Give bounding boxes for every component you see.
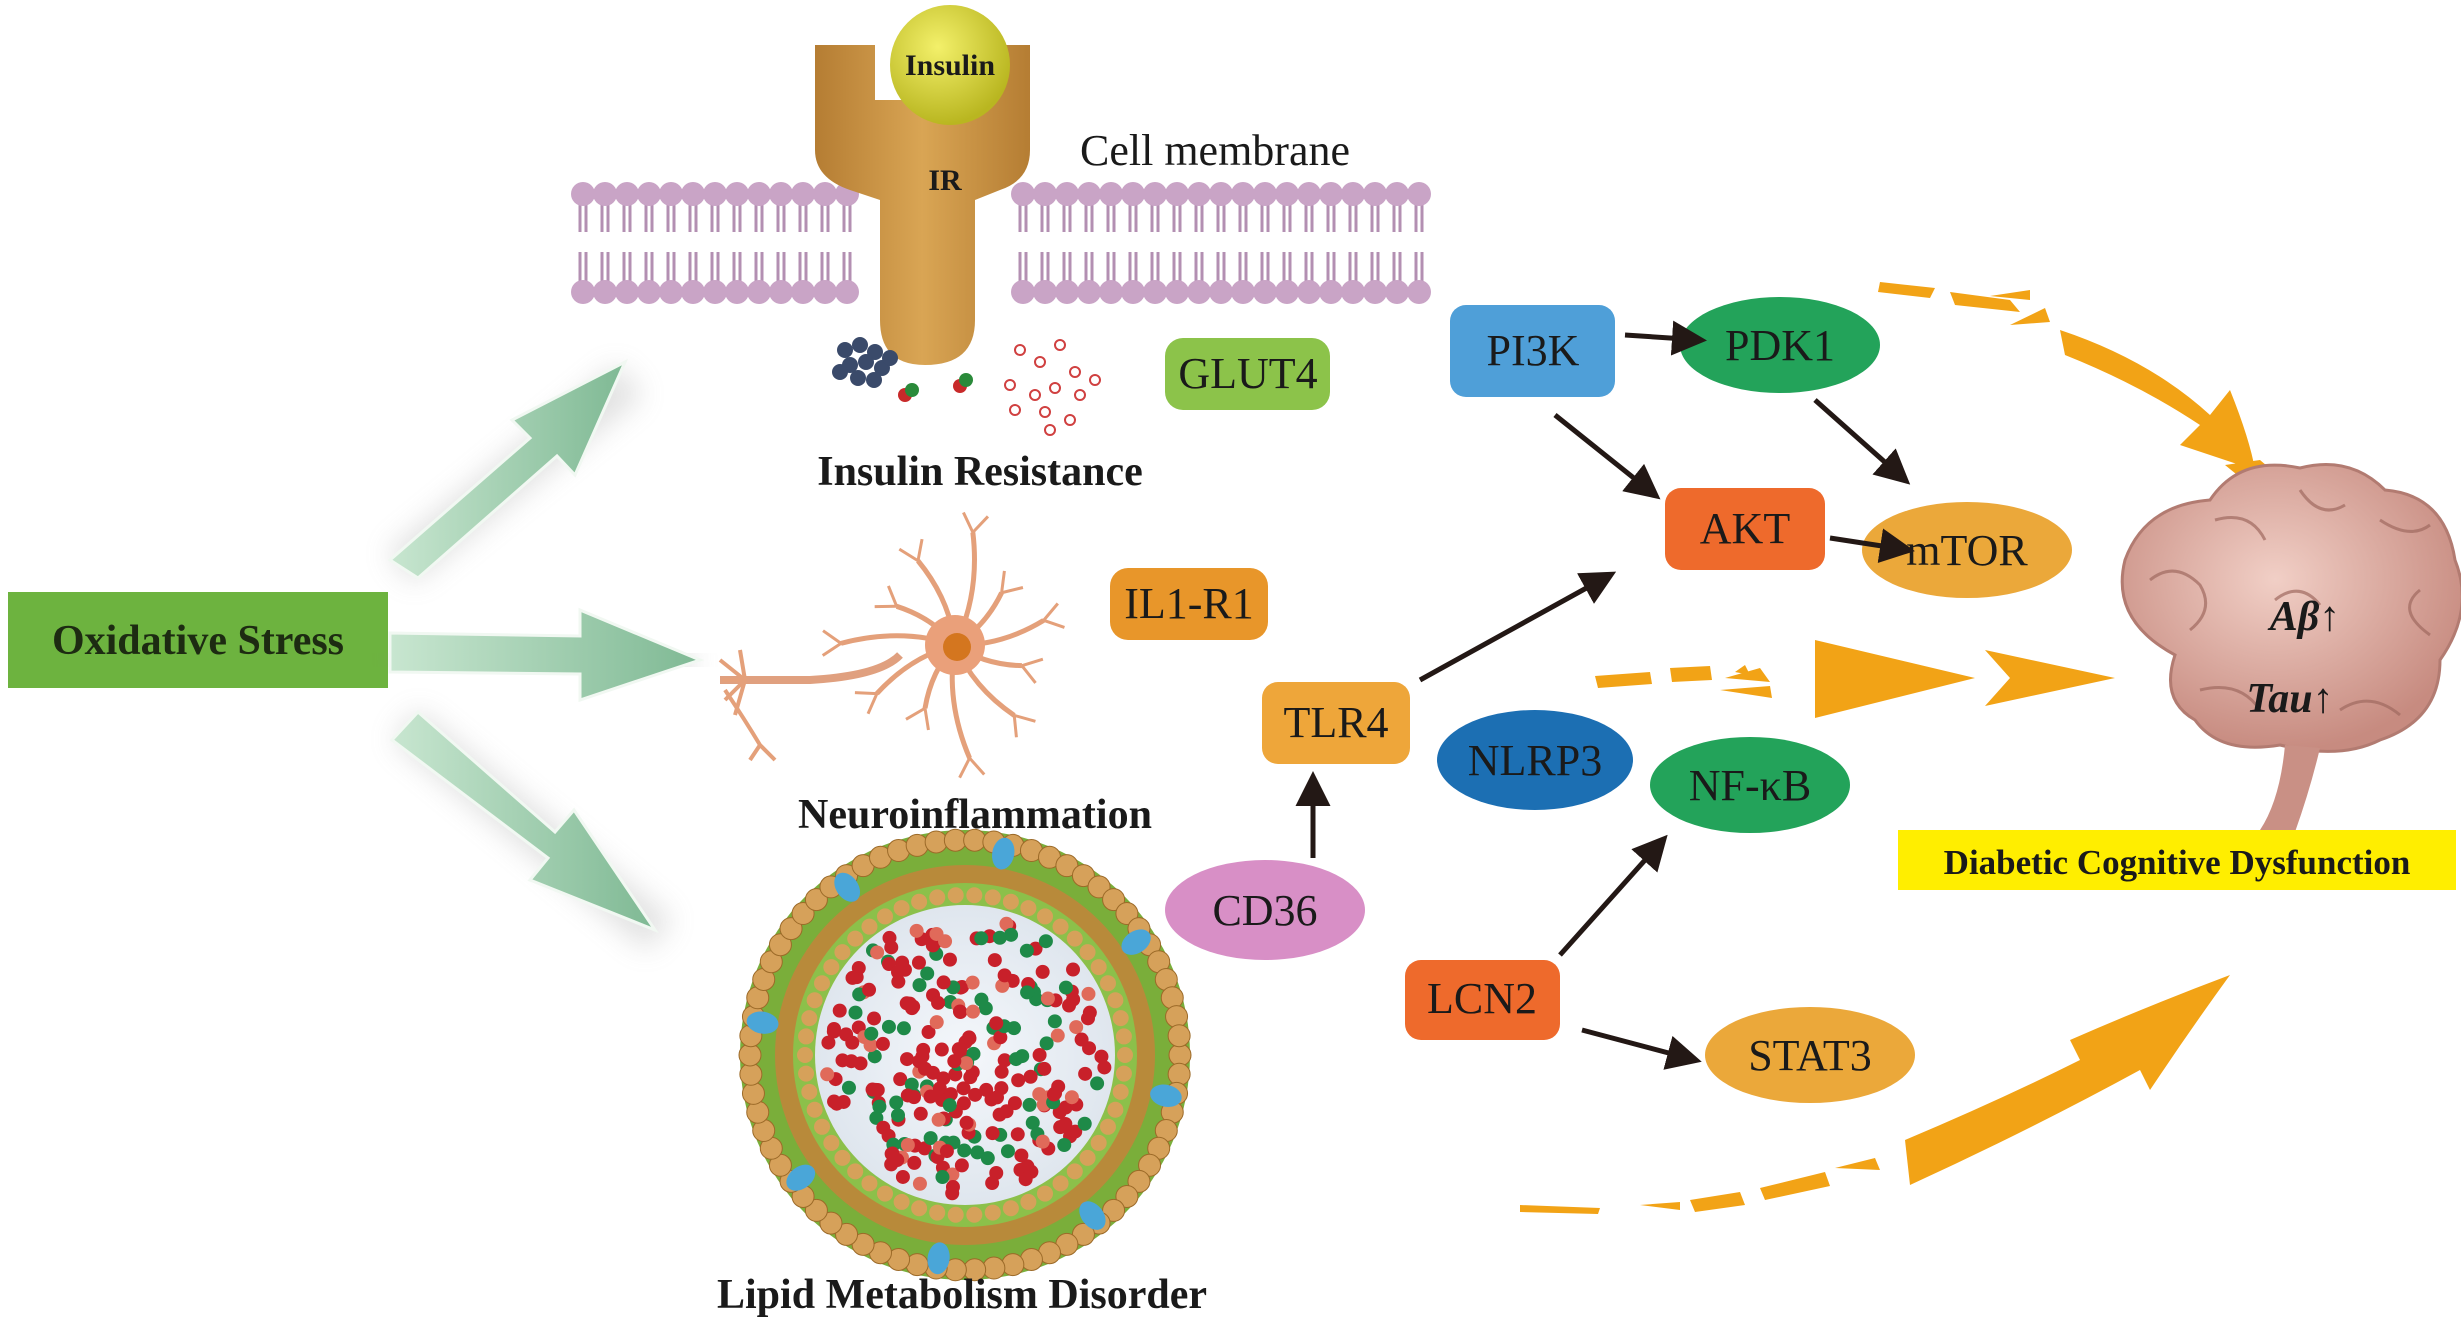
cell-membrane xyxy=(571,182,1431,304)
arrow-akt-mtor xyxy=(1829,528,1915,564)
nlrp3-node: NLRP3 xyxy=(1437,710,1633,810)
arrow-pi3k-pdk1 xyxy=(1624,320,1707,356)
arrow-tlr4-akt xyxy=(1418,571,1617,683)
stat3-node: STAT3 xyxy=(1705,1007,1915,1103)
insulin-resistance-label: Insulin Resistance xyxy=(817,449,1143,495)
nlrp3-label: NLRP3 xyxy=(1468,736,1602,785)
abeta-label: Aβ↑ xyxy=(2267,594,2341,640)
orange-arrow-middle xyxy=(1595,640,2115,718)
lipid-metabolism-disorder-label: Lipid Metabolism Disorder xyxy=(717,1272,1207,1318)
tlr4-label: TLR4 xyxy=(1283,698,1388,747)
lipid-droplet-icon xyxy=(738,828,1192,1282)
nfkb-node: NF-κB xyxy=(1650,737,1850,833)
arrow-pi3k-akt xyxy=(1553,413,1661,500)
cell-membrane-label: Cell membrane xyxy=(1080,126,1350,175)
ir-label: IR xyxy=(928,164,962,197)
oxidative-stress-label: Oxidative Stress xyxy=(52,618,344,664)
arrow-lcn2-stat3 xyxy=(1581,1027,1702,1070)
tau-label: Tau↑ xyxy=(2246,676,2333,722)
pdk1-node: PDK1 xyxy=(1680,297,1880,393)
insulin-receptor-icon: IR xyxy=(815,45,1030,365)
glut4-node: GLUT4 xyxy=(1165,338,1330,410)
arrow-lcn2-nfkb xyxy=(1558,834,1668,957)
neuron-icon xyxy=(718,511,1065,779)
nfkb-label: NF-κB xyxy=(1689,761,1811,810)
akt-label: AKT xyxy=(1700,504,1791,553)
tlr4-node: TLR4 xyxy=(1262,682,1410,764)
pathway-arrows xyxy=(1295,320,1915,1070)
lcn2-node: LCN2 xyxy=(1405,960,1560,1040)
green-arrow-down xyxy=(389,709,673,951)
glucose-particles xyxy=(832,337,1101,436)
brain-icon: Aβ↑ Tau↑ xyxy=(2120,463,2461,832)
insulin-ball-icon: Insulin xyxy=(890,5,1010,125)
il1r1-node: IL1-R1 xyxy=(1110,568,1268,640)
insulin-label: Insulin xyxy=(905,49,995,82)
glut4-label: GLUT4 xyxy=(1178,349,1317,398)
green-arrow-middle xyxy=(388,607,705,703)
cd36-label: CD36 xyxy=(1212,886,1317,935)
arrow-pdk1-mtor xyxy=(1813,398,1911,485)
lcn2-label: LCN2 xyxy=(1427,974,1537,1023)
orange-arrow-bottom xyxy=(1520,975,2230,1214)
stat3-label: STAT3 xyxy=(1748,1031,1872,1080)
mtor-node: mTOR xyxy=(1862,502,2072,598)
pi3k-node: PI3K xyxy=(1450,305,1615,397)
il1r1-label: IL1-R1 xyxy=(1124,579,1254,628)
akt-node: AKT xyxy=(1665,488,1825,570)
cd36-node: CD36 xyxy=(1165,860,1365,960)
pi3k-label: PI3K xyxy=(1487,326,1580,375)
diabetic-cognitive-dysfunction-node: Diabetic Cognitive Dysfunction xyxy=(1898,830,2456,890)
pdk1-label: PDK1 xyxy=(1725,321,1835,370)
diabetic-cognitive-dysfunction-label: Diabetic Cognitive Dysfunction xyxy=(1944,843,2411,882)
green-arrow-up xyxy=(387,358,643,584)
oxidative-stress-node: Oxidative Stress xyxy=(8,592,388,688)
mtor-label: mTOR xyxy=(1906,526,2028,575)
